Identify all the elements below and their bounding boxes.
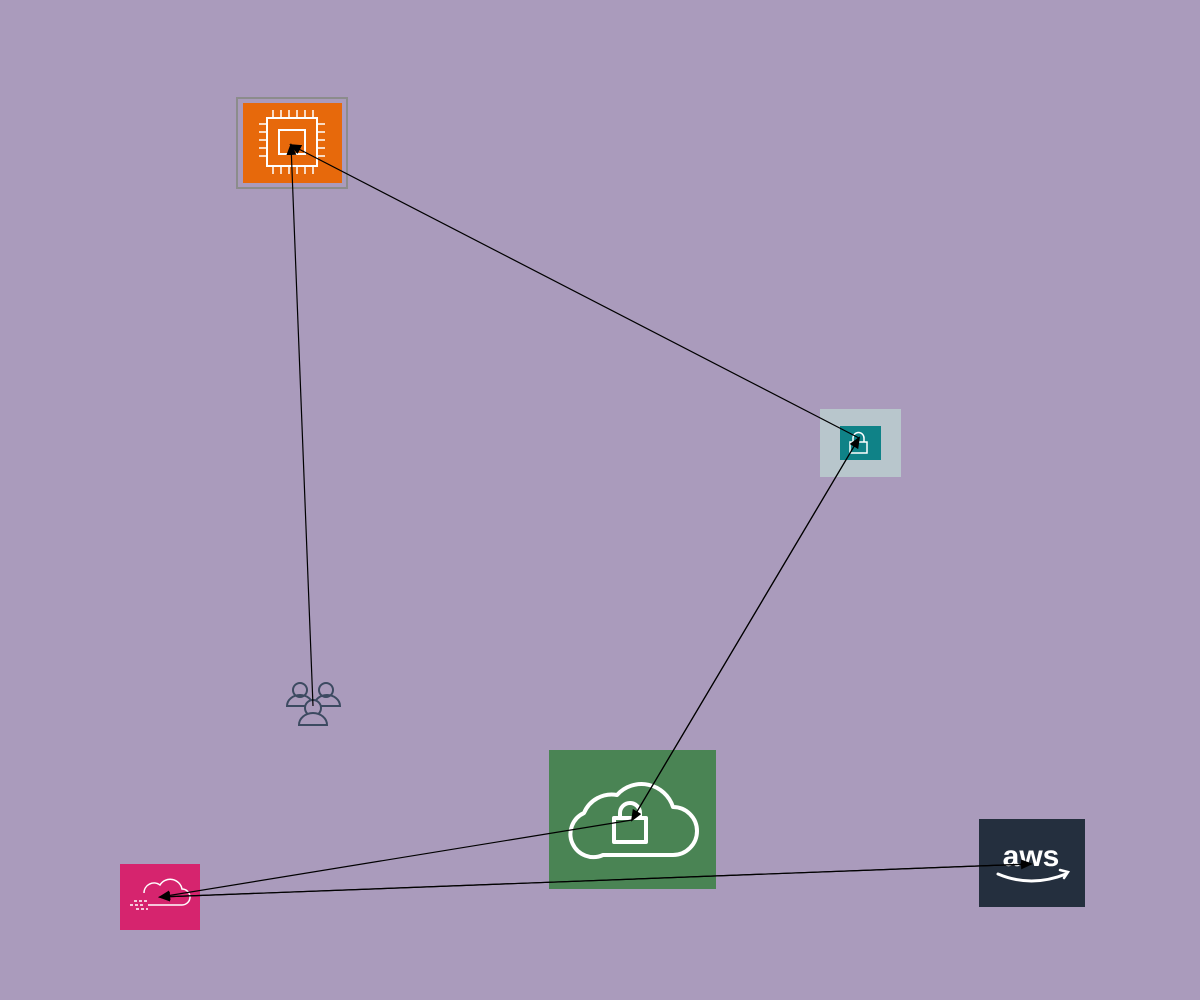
users-icon <box>285 682 342 726</box>
vpn-gateway-node[interactable] <box>820 409 901 477</box>
edge-users-to-ec2-instance <box>286 143 314 707</box>
aws-cloud-node[interactable]: aws <box>979 819 1085 907</box>
edge-vpn-gateway-to-ec2-instance <box>289 144 860 439</box>
aws-logo-text: aws <box>1003 840 1060 873</box>
edge-vpn-cloud-to-cloud-service <box>158 819 633 901</box>
ec2-instance-frame <box>236 97 348 189</box>
edges-layer <box>158 143 1033 902</box>
edge-vpn-gateway-to-vpn-cloud <box>630 437 860 822</box>
users-node[interactable] <box>285 682 342 726</box>
cloud-icon <box>130 878 191 910</box>
edge-aws-cloud-to-cloud-service <box>158 863 1032 902</box>
